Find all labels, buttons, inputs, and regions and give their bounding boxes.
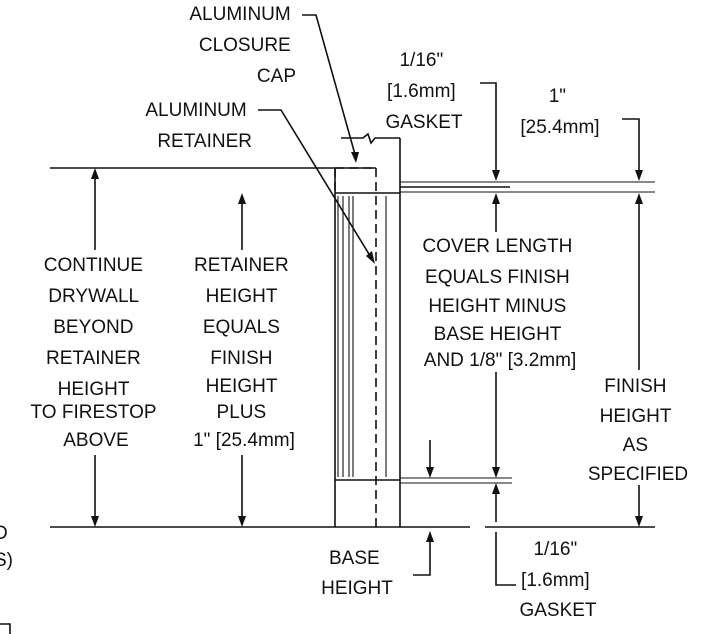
label-gasket-bottom: 1/16" [1.6mm] GASKET bbox=[519, 539, 596, 621]
gasket-top-lines bbox=[400, 181, 655, 193]
dim-retainer-height bbox=[238, 193, 246, 527]
leader-closure-cap bbox=[302, 14, 359, 163]
leader-one-inch bbox=[622, 118, 643, 527]
leader-retainer bbox=[258, 109, 375, 264]
retainer-frame bbox=[334, 138, 401, 527]
closure-cap-outline bbox=[334, 167, 377, 527]
label-one-inch: 1" [25.4mm] bbox=[520, 86, 599, 138]
dim-base-height bbox=[413, 440, 434, 576]
label-closure-cap: ALUMINUM CLOSURE CAP bbox=[189, 4, 296, 87]
label-continue-drywall: CONTINUE DRYWALL BEYOND RETAINER HEIGHT … bbox=[31, 255, 162, 451]
label-base-height: BASE HEIGHT bbox=[321, 548, 393, 599]
label-retainer-height: RETAINER HEIGHT EQUALS FINISH HEIGHT PLU… bbox=[193, 255, 295, 451]
label-finish-height: FINISH HEIGHT AS SPECIFIED bbox=[588, 376, 688, 485]
break-mark bbox=[341, 132, 400, 145]
label-cover-length: COVER LENGTH EQUALS FINISH HEIGHT MINUS … bbox=[422, 236, 577, 371]
corner-mark bbox=[0, 623, 11, 634]
label-left-cut: D S) bbox=[0, 523, 13, 571]
dim-continue-drywall bbox=[91, 168, 99, 527]
gasket-bottom-lines bbox=[400, 477, 512, 484]
leader-gasket-top bbox=[480, 82, 500, 232]
leader-gasket-bottom bbox=[492, 483, 516, 586]
label-gasket-top: 1/16" [1.6mm] GASKET bbox=[385, 50, 462, 133]
label-retainer: ALUMINUM RETAINER bbox=[145, 100, 252, 152]
dim-cover-length bbox=[492, 372, 500, 478]
